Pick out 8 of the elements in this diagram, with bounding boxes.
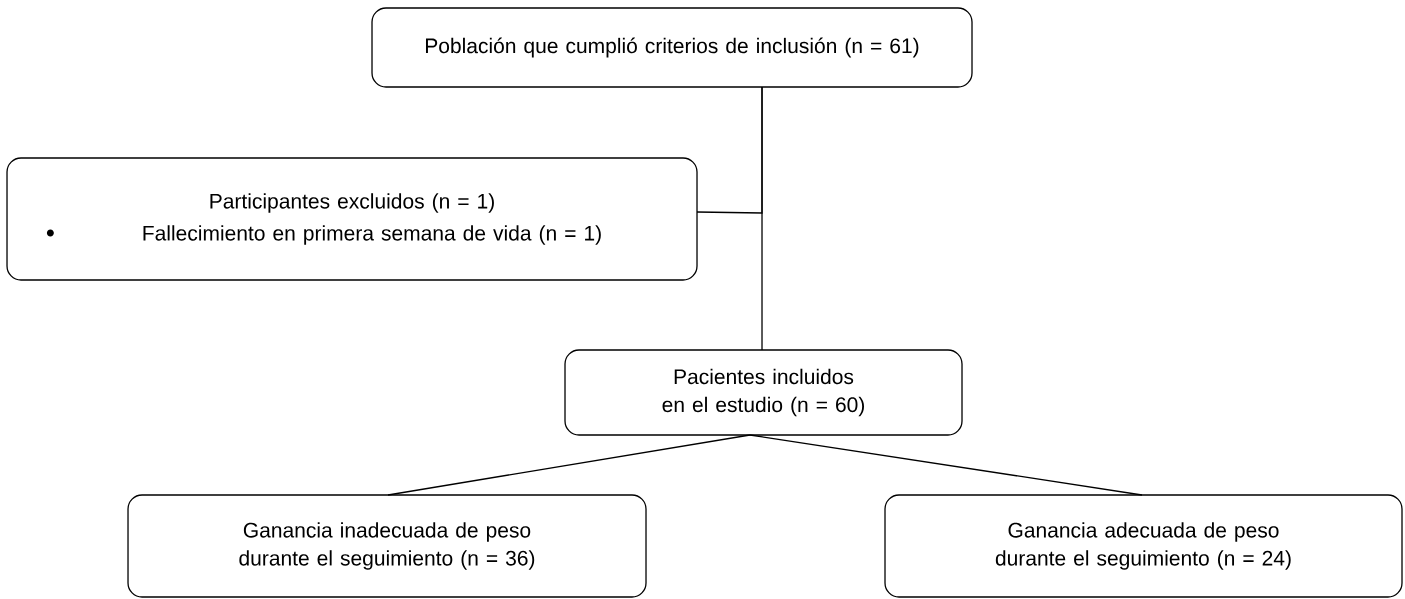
process-box: Población que cumplió criterios de inclusión (n = 61) xyxy=(371,7,973,88)
process-box: Participantes excluidos (n = 1) Fallecimiento en primera semana de vida (n = 1) xyxy=(6,157,698,281)
connector-line xyxy=(749,434,1143,496)
process-box: Pacientes incluidos en el estudio (n = 60) xyxy=(564,349,963,436)
process-box: Ganancia adecuada de peso durante el seguimiento (n = 24) xyxy=(884,494,1403,598)
connector-line xyxy=(387,434,751,496)
process-box: Ganancia inadecuada de peso durante el seguimiento (n = 36) xyxy=(127,494,647,598)
connector-line xyxy=(696,86,763,214)
